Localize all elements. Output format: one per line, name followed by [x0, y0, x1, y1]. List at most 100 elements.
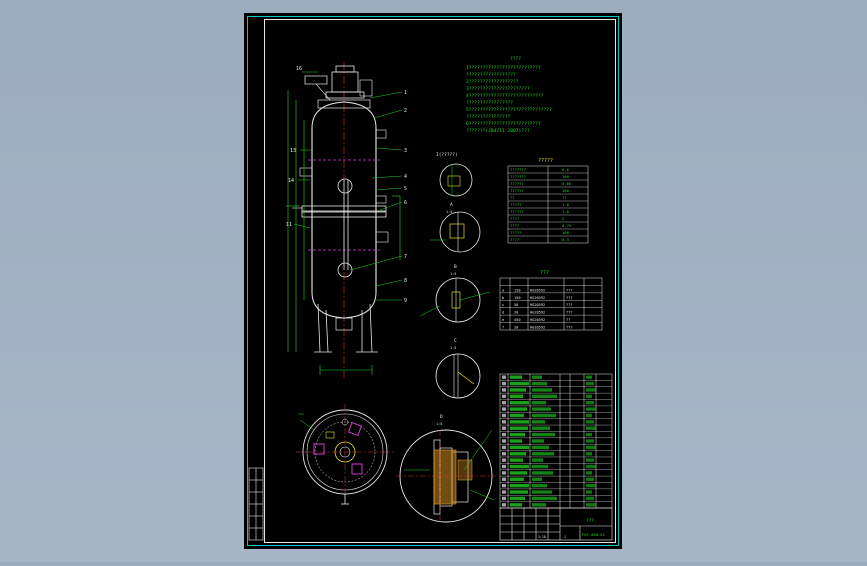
nozzle-cell: 20 [514, 311, 518, 315]
part-number: 1 [404, 90, 407, 96]
bom-cell-material [586, 445, 596, 450]
spec-label: ?????? [510, 181, 524, 186]
bom-cell-spec [532, 477, 542, 481]
nozzle-cell: ??? [566, 288, 573, 292]
bom-cell-spec [532, 420, 545, 424]
spec-label: ???? [510, 237, 519, 242]
note-line: ?????????????????? [466, 72, 516, 78]
bom-cell-name [510, 458, 523, 462]
spec-value: 0.3 [562, 237, 569, 242]
bom-cell-material [586, 477, 594, 481]
bom-cell-material [586, 464, 596, 469]
bom-cell-material [586, 483, 596, 488]
part-number: 5 [404, 186, 407, 192]
notes-title: ???? [510, 56, 521, 62]
nozzle-cell: 50 [514, 303, 518, 307]
bom-cell-name [510, 496, 525, 501]
bom-cell-name [510, 464, 529, 469]
bom-cell-material [586, 458, 594, 462]
bom-cell-no [502, 439, 506, 443]
bom-cell-material [586, 432, 592, 437]
nozzle-cell: HG20592 [530, 311, 545, 315]
part-number: 4 [404, 174, 407, 180]
bom-cell-name [510, 445, 529, 450]
title-sheet: 1 [564, 535, 566, 539]
bom-cell-no [502, 464, 506, 469]
nozzle-cell: HG20592 [530, 288, 545, 292]
part-number: 14 [288, 178, 294, 184]
part-number: 9 [404, 298, 407, 304]
title-block: ??? FQY-000-01 1:10 1 [499, 507, 613, 541]
nozzle-cell: HG20592 [530, 296, 545, 300]
note-line: 4??????????????????????????? [466, 93, 544, 99]
bom-cell-spec [532, 432, 555, 437]
bom-cell-name [510, 401, 529, 405]
spec-label: ??????? [510, 167, 526, 172]
bom-cell-no [502, 496, 506, 501]
bom-cell-name [510, 375, 522, 379]
bom-cell-name [510, 432, 525, 437]
note-line: 5?????????????????????????????? [466, 107, 552, 113]
detail-label: D [440, 414, 443, 420]
bom-cell-spec [532, 394, 557, 399]
bom-cell-material [586, 503, 596, 507]
bom-cell-spec [532, 471, 553, 475]
spec-label: ??????? [510, 174, 526, 179]
bom-cell-name [510, 503, 522, 507]
bom-cell-no [502, 407, 506, 411]
spec-value: 0.6 [562, 167, 570, 172]
spec-value: 0.66 [562, 181, 572, 186]
bom-cell-spec [532, 464, 548, 469]
note-line: ???????????????? [466, 114, 510, 120]
bom-cell-no [502, 401, 506, 405]
bom-cell-spec [532, 483, 547, 488]
part-number: 2 [404, 108, 407, 114]
bom-cell-material [586, 420, 594, 424]
drawing-sheet [244, 13, 622, 549]
nozzle-cell: ??? [566, 296, 573, 300]
part-number: 6 [404, 200, 407, 206]
spec-value: 2 [562, 216, 564, 221]
bom-cell-no [502, 388, 506, 392]
spec-value: ?? [562, 195, 567, 200]
bom-cell-spec [532, 381, 547, 386]
bom-cell-spec [532, 413, 556, 418]
title-drawing-name: ??? [586, 518, 594, 524]
spec-value: 0.75 [562, 223, 571, 228]
bom-cell-no [502, 471, 506, 475]
spec-label: ????? [510, 202, 521, 207]
spec-label: ?????? [510, 209, 524, 214]
bom-cell-name [510, 439, 522, 443]
bom-cell-name [510, 426, 528, 430]
note-line: ???????(JB4711-2007)??? [466, 128, 530, 134]
bom-cell-no [502, 381, 506, 386]
bom-cell-name [510, 388, 526, 392]
bom-cell-material [586, 452, 592, 456]
bom-cell-spec [532, 458, 543, 462]
title-scale: 1:10 [538, 535, 546, 539]
bom-cell-no [502, 458, 506, 462]
spec-label: ????? [510, 230, 521, 235]
bom-cell-no [502, 432, 506, 437]
plan-view [296, 404, 394, 505]
vessel-elevation [286, 62, 403, 380]
bom-cell-name [510, 483, 529, 488]
bom-table [499, 373, 613, 509]
bom-cell-name [510, 381, 529, 386]
bom-cell-spec [532, 439, 544, 443]
nozzle-cell: ?? [566, 318, 570, 322]
bom-cell-no [502, 420, 506, 424]
detail-label: I(?????) [436, 152, 458, 158]
nozzle-cell: ??? [566, 326, 573, 330]
bom-cell-name [510, 477, 524, 481]
bom-cell-material [586, 407, 596, 411]
note-line: 6?????????????????????????? [466, 121, 541, 127]
nozzle-cell: b [502, 296, 504, 300]
nozzle-cell: d [502, 311, 504, 315]
nozzle-cell: ??? [566, 303, 573, 307]
bom-cell-no [502, 503, 506, 507]
detail-scale: 1:5 [450, 346, 456, 350]
